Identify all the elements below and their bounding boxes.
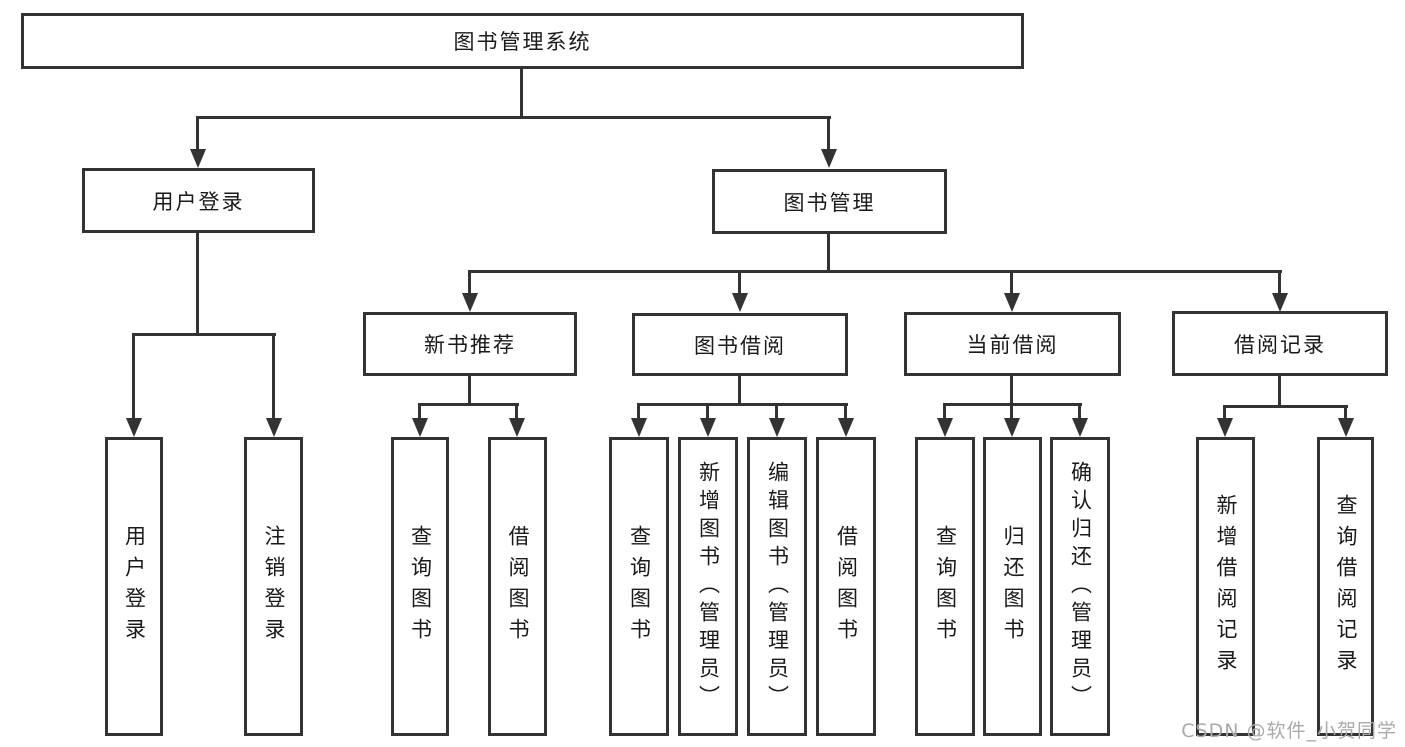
arrow-down-icon — [700, 418, 716, 437]
node-add-books-admin: 新增图书（管理员） — [678, 437, 738, 736]
connector-line — [196, 116, 831, 119]
arrow-down-icon — [509, 418, 525, 437]
arrow-down-icon — [1072, 418, 1088, 437]
connector-line — [418, 403, 519, 406]
connector-line — [738, 376, 741, 406]
node-logout-leaf: 注销登录 — [244, 437, 303, 736]
node-label-query-books-borrow: 查询图书 — [627, 524, 652, 649]
node-label-user-login: 用户登录 — [152, 189, 245, 214]
node-label-current-borrow: 当前借阅 — [966, 333, 1059, 357]
node-label-book-borrow: 图书借阅 — [694, 333, 786, 358]
arrow-down-icon — [631, 418, 647, 437]
node-label-borrow-records: 借阅记录 — [1234, 332, 1326, 357]
node-label-logout-leaf: 注销登录 — [262, 524, 286, 649]
node-confirm-return-admin: 确认归还（管理员） — [1050, 437, 1110, 736]
connector-line — [196, 233, 199, 336]
connector-line — [943, 405, 946, 423]
connector-line — [468, 272, 471, 298]
node-label-new-book-rec: 新书推荐 — [424, 333, 516, 357]
connector-line — [943, 403, 1082, 406]
arrow-down-icon — [1338, 418, 1354, 437]
arrow-down-icon — [412, 418, 428, 437]
watermark-text: CSDN @软件_小贺同学 — [1181, 720, 1397, 742]
node-book-borrow: 图书借阅 — [632, 313, 848, 376]
connector-line — [468, 376, 471, 406]
node-label-book-mgmt: 图书管理 — [783, 190, 876, 215]
node-label-query-books-rec: 查询图书 — [408, 524, 433, 649]
arrow-down-icon — [1004, 293, 1020, 312]
connector-line — [132, 335, 135, 423]
node-label-borrow-books-rec: 借阅图书 — [506, 524, 530, 649]
node-label-query-borrow-record: 查询借阅记录 — [1334, 493, 1358, 680]
connector-line — [196, 118, 199, 154]
node-label-edit-books-admin: 编辑图书（管理员） — [765, 460, 790, 713]
arrow-down-icon — [126, 418, 142, 437]
connector-line — [844, 405, 847, 423]
node-label-return-books: 归还图书 — [1001, 524, 1025, 649]
connector-line — [132, 333, 276, 336]
connector-line — [827, 118, 830, 154]
node-label-confirm-return-admin: 确认归还（管理员） — [1068, 460, 1093, 713]
node-root: 图书管理系统 — [21, 13, 1024, 69]
node-query-books-rec: 查询图书 — [391, 437, 449, 736]
node-new-book-rec: 新书推荐 — [363, 312, 577, 376]
connector-line — [637, 403, 848, 406]
node-query-borrow-record: 查询借阅记录 — [1317, 437, 1374, 736]
arrow-down-icon — [821, 149, 837, 168]
arrow-down-icon — [1217, 418, 1233, 437]
arrow-down-icon — [1004, 418, 1020, 437]
connector-line — [1078, 405, 1081, 423]
arrow-down-icon — [838, 418, 854, 437]
arrow-down-icon — [1272, 293, 1288, 312]
node-edit-books-admin: 编辑图书（管理员） — [747, 437, 807, 736]
connector-line — [637, 405, 640, 423]
node-book-mgmt: 图书管理 — [712, 169, 947, 234]
node-label-add-books-admin: 新增图书（管理员） — [696, 460, 721, 713]
node-label-login-leaf: 用户登录 — [122, 524, 147, 649]
node-query-books-borrow: 查询图书 — [609, 437, 669, 736]
connector-line — [775, 405, 778, 423]
arrow-down-icon — [462, 293, 478, 312]
node-borrow-books-rec: 借阅图书 — [488, 437, 547, 736]
arrow-down-icon — [937, 418, 953, 437]
arrow-down-icon — [266, 418, 282, 437]
node-user-login: 用户登录 — [82, 168, 315, 233]
connector-line — [1278, 376, 1281, 408]
node-login-leaf: 用户登录 — [105, 437, 163, 736]
connector-line — [1010, 405, 1013, 423]
node-label-borrow-books-leaf: 借阅图书 — [834, 524, 859, 649]
node-add-borrow-record: 新增借阅记录 — [1196, 437, 1255, 736]
connector-line — [738, 272, 741, 298]
node-label-root: 图书管理系统 — [453, 30, 592, 54]
connector-line — [1223, 405, 1348, 408]
connector-line — [1010, 272, 1013, 298]
node-borrow-books-leaf: 借阅图书 — [816, 437, 876, 736]
connector-line — [418, 405, 421, 423]
arrow-down-icon — [769, 418, 785, 437]
node-query-books-current: 查询图书 — [915, 437, 975, 736]
connector-line — [827, 234, 830, 273]
connector-line — [515, 405, 518, 423]
node-return-books: 归还图书 — [983, 437, 1042, 736]
connector-line — [520, 69, 523, 119]
node-label-add-borrow-record: 新增借阅记录 — [1214, 493, 1238, 680]
connector-line — [706, 405, 709, 423]
connector-line — [1344, 407, 1347, 423]
connector-line — [1223, 407, 1226, 423]
node-label-query-books-current: 查询图书 — [933, 524, 958, 649]
connector-line — [1278, 272, 1281, 298]
connector-line — [272, 335, 275, 423]
connector-line — [468, 270, 1282, 273]
node-current-borrow: 当前借阅 — [904, 312, 1121, 376]
arrow-down-icon — [732, 293, 748, 312]
arrow-down-icon — [190, 149, 206, 168]
connector-line — [1010, 376, 1013, 406]
node-borrow-records: 借阅记录 — [1172, 311, 1388, 376]
